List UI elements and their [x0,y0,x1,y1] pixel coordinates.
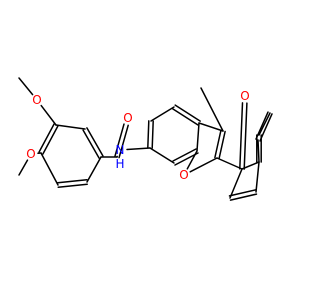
bond-8-b [82,129,100,159]
bond-29 [258,112,271,136]
bond-6-a [57,183,88,188]
bond-4 [18,159,29,176]
amide-nitrogen-label: N [116,143,125,157]
ketone-oxygen-label: O [240,89,249,103]
bond-5 [40,152,59,186]
furan-oxygen-label: O [179,168,188,182]
bond-11-b [114,123,125,158]
methoxy-top-oxygen-label: O [32,93,41,107]
atom-label-layer: O O O N H O O [26,89,249,182]
bond-14-b [147,120,150,149]
bond-2-a [38,123,55,153]
bond-23 [198,122,224,132]
bond-33-b [229,193,258,201]
bond-layer [18,77,273,201]
bond-7 [86,156,102,183]
bond-31 [257,139,260,163]
amide-hydrogen-label: H [115,157,124,171]
bond-14-a [151,120,154,149]
bond-32 [255,161,260,193]
bond-30-a [255,111,269,140]
bond-24 [200,87,224,132]
bond-19 [149,147,175,164]
bond-26-b [239,102,244,170]
methoxy-bottom-oxygen-label: O [26,147,35,161]
bond-16-a [172,108,199,126]
bond-30-b [259,113,273,142]
bond-27 [241,161,260,170]
bond-33-a [228,189,257,197]
bond-20 [186,150,198,170]
bond-8-a [86,127,104,157]
bond-17 [196,122,200,152]
bond-21 [189,157,218,173]
bond-15 [150,106,175,122]
bond-6-b [57,179,88,184]
bond-2-b [42,125,59,155]
bond-16-b [174,104,201,122]
bond-22-b [214,129,222,159]
bond-9 [55,124,86,130]
bond-1 [40,104,57,126]
bond-34 [229,168,243,199]
bond-0 [18,77,34,96]
amide-oxygen-label: O [123,111,132,125]
bond-26-a [243,102,248,170]
bond-22-a [218,130,226,160]
molecule-structure: O O O N H O O [18,77,273,201]
bond-11-a [118,124,129,159]
bond-25 [216,157,243,170]
bond-18-a [172,148,197,162]
bond-13 [126,147,151,151]
